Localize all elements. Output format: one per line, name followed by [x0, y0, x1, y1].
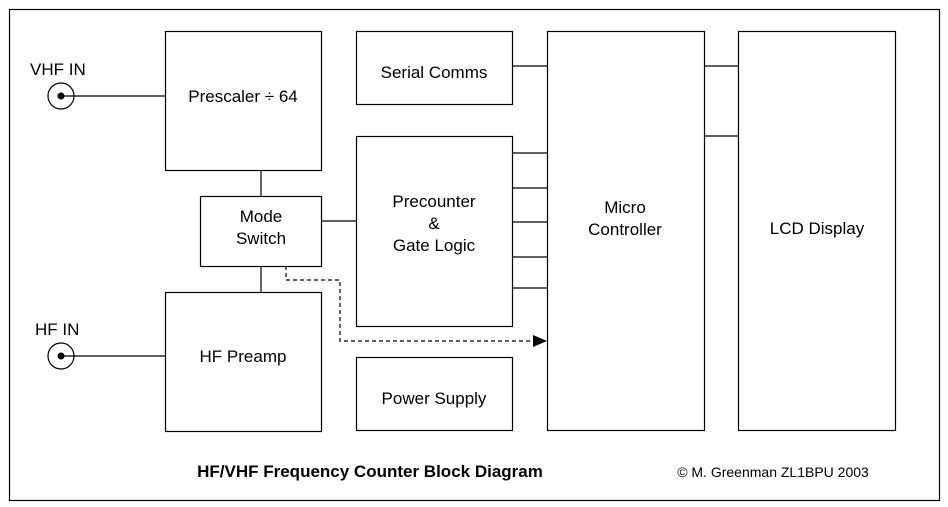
hf-preamp-block: HF Preamp	[164, 291, 323, 433]
precounter-label-1: Precounter	[392, 192, 475, 211]
precounter-block: Precounter & Gate Logic	[355, 135, 514, 328]
copyright-text: © M. Greenman ZL1BPU 2003	[677, 464, 869, 480]
precounter-label-3: Gate Logic	[393, 236, 476, 255]
precounter-label-2: &	[428, 214, 440, 233]
lcd-display-block: LCD Display	[737, 30, 897, 432]
power-supply-block: Power Supply	[355, 356, 514, 432]
power-supply-label: Power Supply	[382, 389, 487, 408]
hf-preamp-label: HF Preamp	[200, 347, 287, 366]
serial-comms-block: Serial Comms	[355, 30, 514, 106]
bus-precounter-mcu	[512, 152, 547, 289]
prescaler-block: Prescaler ÷ 64	[164, 30, 323, 172]
mode-switch-label-1: Mode	[240, 207, 283, 226]
lcd-display-label: LCD Display	[770, 219, 865, 238]
diagram-title: HF/VHF Frequency Counter Block Diagram	[197, 462, 543, 481]
bus-mcu-lcd	[704, 65, 738, 137]
micro-controller-label-2: Controller	[588, 220, 662, 239]
mode-switch-block: Mode Switch	[199, 195, 323, 268]
vhf-in-label: VHF IN	[30, 60, 86, 79]
micro-controller-block: Micro Controller	[546, 30, 706, 432]
dashed-mode-to-mcu	[285, 266, 535, 342]
micro-controller-label-1: Micro	[604, 198, 646, 217]
serial-comms-label: Serial Comms	[381, 63, 488, 82]
hf-in-label: HF IN	[35, 320, 79, 339]
prescaler-label: Prescaler ÷ 64	[188, 87, 298, 106]
mode-switch-label-2: Switch	[236, 229, 286, 248]
arrow-head-icon	[533, 335, 547, 347]
